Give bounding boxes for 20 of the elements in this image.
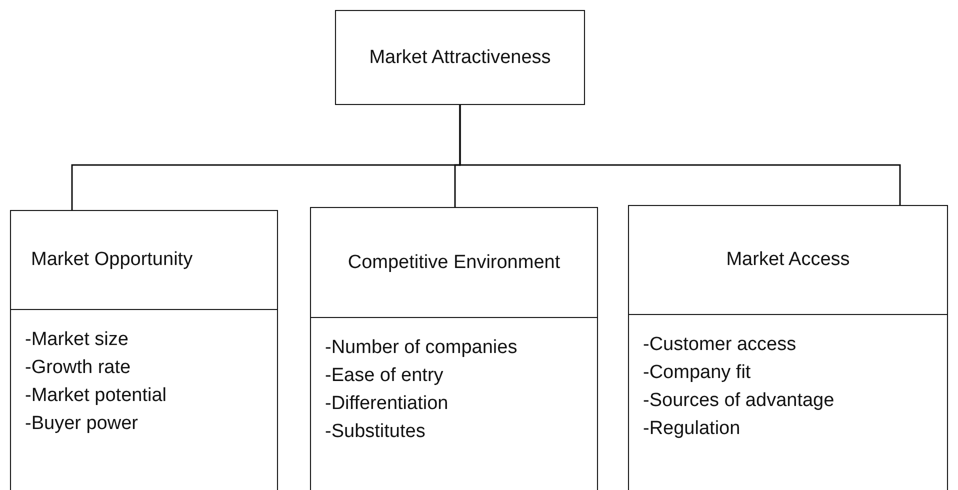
criterion-text: -Buyer power	[25, 412, 139, 436]
criterion-text: -Company fit	[643, 361, 752, 385]
criterion-text: -Substitutes	[325, 420, 426, 444]
criteria-box	[310, 317, 598, 490]
criterion-text: -Market potential	[25, 384, 168, 408]
criterion-text: -Market size	[25, 328, 130, 352]
category-box: Market Opportunity	[10, 210, 278, 310]
criteria-box	[10, 309, 278, 490]
criterion-text: -Ease of entry	[325, 364, 444, 388]
criterion-text: -Customer access	[643, 333, 798, 357]
category-box: Competitive Environment	[310, 207, 598, 318]
connector-line	[459, 105, 901, 205]
category-box: Market Access	[628, 205, 948, 315]
criterion-text: -Number of companies	[325, 336, 518, 360]
criterion-text: -Regulation	[643, 417, 742, 441]
criterion-text: -Differentiation	[325, 392, 450, 416]
title-box: Market Attractiveness	[335, 10, 585, 105]
criterion-text: -Sources of advantage	[643, 389, 836, 413]
criterion-text: -Growth rate	[25, 356, 132, 380]
criteria-box	[628, 314, 948, 490]
